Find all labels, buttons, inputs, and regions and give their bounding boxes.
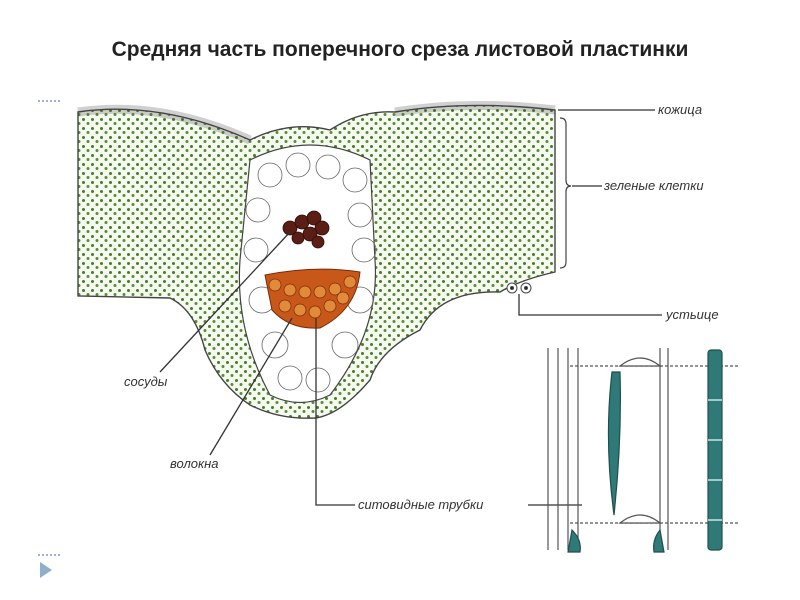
green-cells-bracket [559, 117, 572, 269]
stoma [506, 282, 532, 294]
bullet-dash-top [38, 100, 60, 102]
slide-title: Средняя часть поперечного среза листовой… [111, 38, 689, 61]
label-fibers: волокна [170, 456, 219, 471]
label-sieve-tubes: ситовидные трубки [358, 497, 484, 512]
bullet-dash-bottom [38, 554, 60, 556]
vessels-cluster [282, 210, 330, 249]
play-triangle-icon[interactable] [40, 562, 52, 578]
label-vessels: сосуды [124, 374, 168, 389]
label-epidermis: кожица [658, 102, 703, 117]
leader-lines [159, 109, 662, 506]
sieve-tubes-inset [547, 348, 740, 553]
fibers-arc [264, 268, 361, 329]
label-green-cells: зеленые клетки [604, 178, 704, 193]
label-stoma: устьице [666, 307, 719, 322]
